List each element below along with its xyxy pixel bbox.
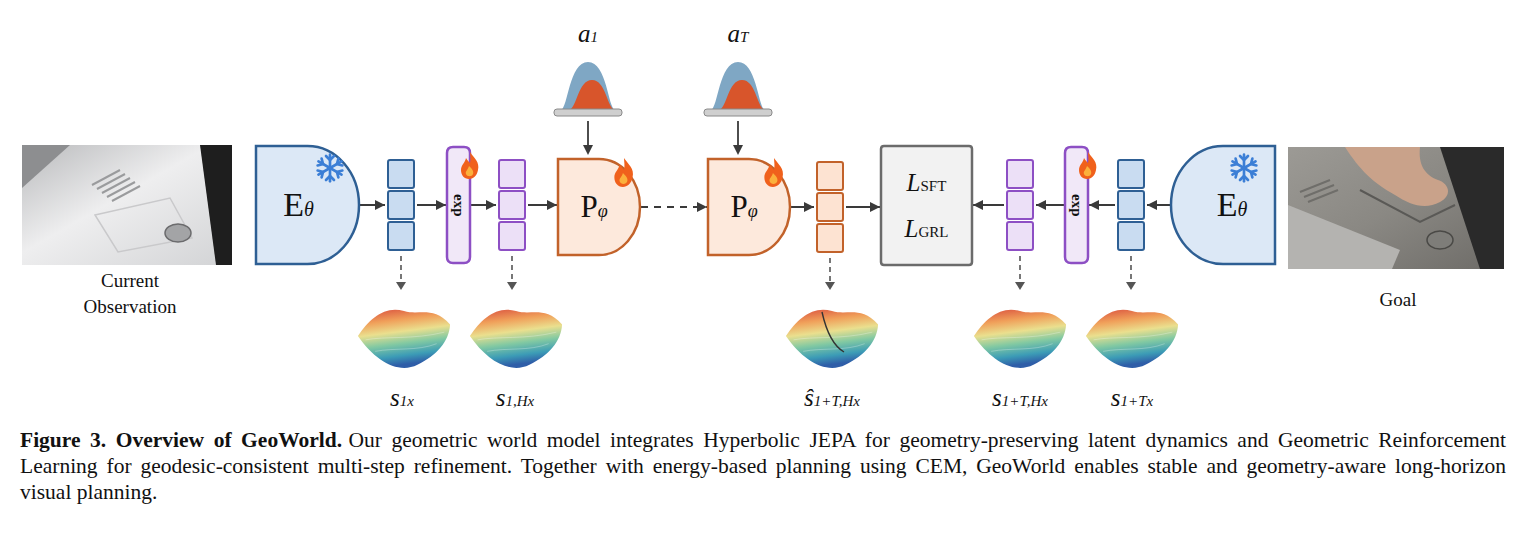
laptop-button (165, 224, 191, 242)
node-text: Eθ (1217, 186, 1248, 223)
node-outline-path (256, 146, 359, 264)
node-outline-path (1171, 146, 1275, 264)
flow-arrow (1089, 204, 1170, 206)
encoder-block: Eθ (1170, 145, 1276, 265)
latent-vector (496, 157, 528, 253)
flow-arrow (360, 204, 446, 206)
photo-shadow (22, 145, 70, 188)
node-text: exp (1068, 194, 1085, 217)
node-text: LSFT (907, 169, 947, 197)
action-distribution (554, 62, 622, 116)
manifold-plot (470, 310, 562, 368)
flow-arrow (791, 206, 880, 208)
action-label: a1 (578, 20, 598, 48)
node-outline-path (558, 159, 640, 255)
exp-map-box: exp (446, 146, 471, 264)
flow-arrow (641, 206, 707, 208)
touchpad-outline (1360, 190, 1455, 222)
touchpad-outline (95, 198, 192, 252)
node-text: Eθ (283, 186, 314, 223)
manifold-plot (974, 310, 1066, 368)
photo-background (22, 145, 232, 265)
latent-vector (1115, 157, 1147, 253)
manifold-plot (358, 310, 450, 368)
node-text: LGRL (905, 215, 949, 243)
manifold-plot (786, 310, 878, 368)
action-arrows (588, 121, 738, 147)
node-text: exp (450, 194, 467, 217)
laptop-vents (1300, 180, 1338, 202)
node-text: Pφ (730, 190, 757, 224)
latent-label: s1+Tx (1111, 384, 1153, 412)
hand-shape (1345, 147, 1448, 206)
action-distribution (704, 62, 772, 116)
loss-box: LSFT LGRL (880, 145, 973, 266)
encoder-block: Eθ (255, 145, 360, 265)
goal-photo (1288, 147, 1504, 269)
dashed-leaders (401, 256, 1131, 282)
image-caption: Current Observation (55, 268, 205, 320)
laptop-surface (1288, 205, 1400, 269)
exp-map-box: exp (1064, 146, 1089, 264)
latent-label: s1+T,Hx (992, 384, 1048, 412)
node-outline-path (1065, 147, 1088, 263)
latent-vector (385, 157, 417, 253)
latent-label: s1,Hx (496, 384, 534, 412)
geodesic-curve (822, 312, 844, 352)
manifold-plot (1086, 310, 1178, 368)
predictor-block: Pφ (557, 158, 641, 256)
node-outline-path (447, 147, 470, 263)
figure-caption: Figure 3. Overview of GeoWorld.Our geome… (20, 427, 1506, 505)
predictor-block: Pφ (707, 158, 791, 256)
photo-background (1288, 147, 1504, 269)
photo-edge (200, 145, 232, 265)
image-caption: Goal (1380, 287, 1417, 313)
laptop-vents (92, 170, 140, 201)
node-outline-path (708, 159, 790, 255)
arrow-heads (396, 282, 1136, 290)
flow-arrow (973, 204, 1064, 206)
latent-vector (814, 159, 846, 255)
arrow-heads (583, 145, 743, 155)
latent-label: ŝ1+T,Hx (804, 384, 860, 412)
caption-title: Figure 3. Overview of GeoWorld. (20, 428, 342, 452)
node-outline (880, 145, 973, 266)
node-outline-path (881, 146, 972, 265)
action-label: aT (728, 20, 749, 48)
photo-edge (1440, 147, 1504, 269)
flow-arrow (471, 204, 557, 206)
latent-label: s1x (390, 384, 414, 412)
latent-vector (1004, 157, 1036, 253)
laptop-button (1427, 231, 1453, 249)
observation-photo (22, 145, 232, 265)
node-text: Pφ (580, 190, 607, 224)
